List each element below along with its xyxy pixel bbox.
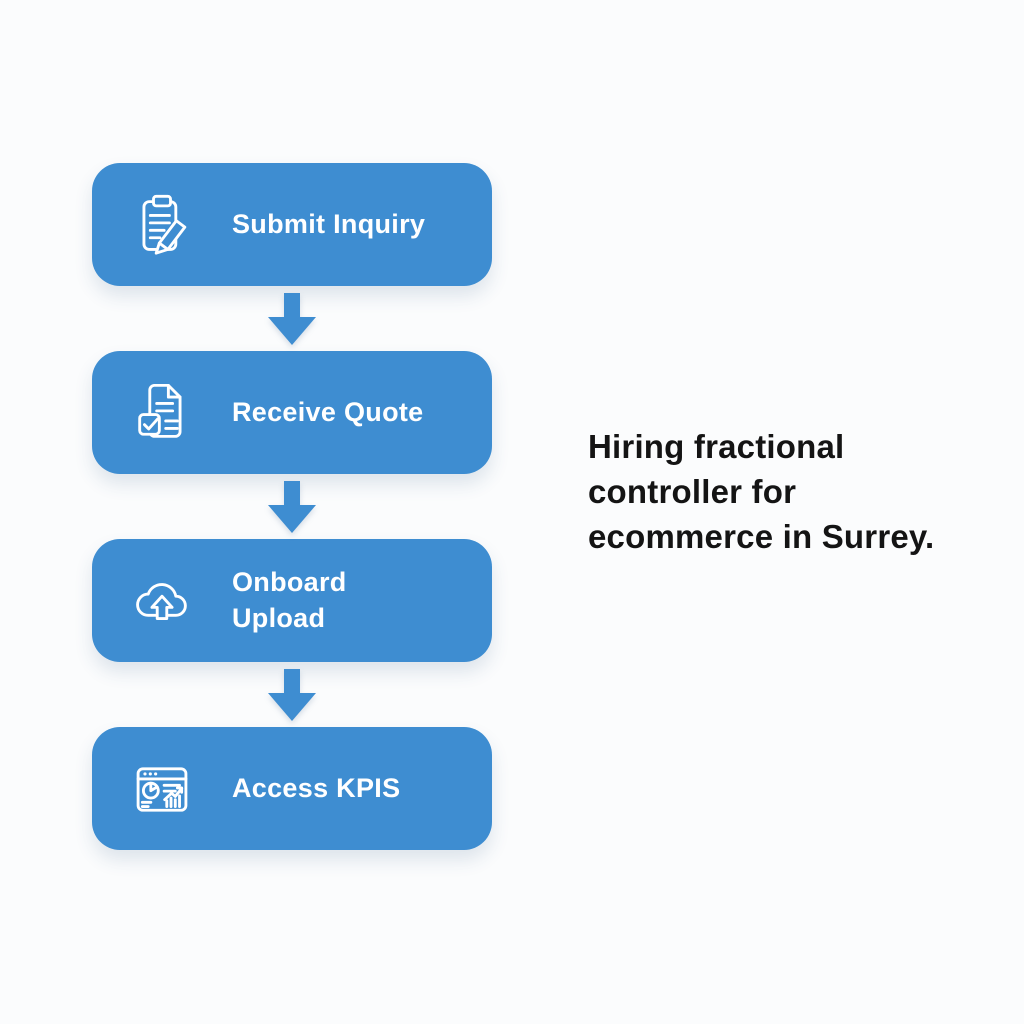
step-receive-quote: Receive Quote [92,351,492,474]
headline: Hiring fractional controller for ecommer… [588,428,935,555]
down-arrow-connector [92,474,492,539]
document-check-icon [128,379,196,447]
step-submit-inquiry: Submit Inquiry [92,163,492,286]
down-arrow-connector [92,662,492,727]
process-flow: Submit Inquiry Receive Quote [92,163,492,850]
down-arrow-icon [268,292,316,345]
step-access-kpis: Access KPIS [92,727,492,850]
cloud-upload-icon [128,567,196,635]
step-onboard-upload: Onboard Upload [92,539,492,662]
clipboard-pencil-icon [128,191,196,259]
down-arrow-icon [268,668,316,721]
step-label: Submit Inquiry [232,208,426,239]
down-arrow-icon [268,480,316,533]
step-label: Access KPIS [232,772,401,803]
dashboard-kpi-icon [128,755,196,823]
step-label: Receive Quote [232,396,424,427]
step-label: Onboard Upload [232,567,347,633]
down-arrow-connector [92,286,492,351]
